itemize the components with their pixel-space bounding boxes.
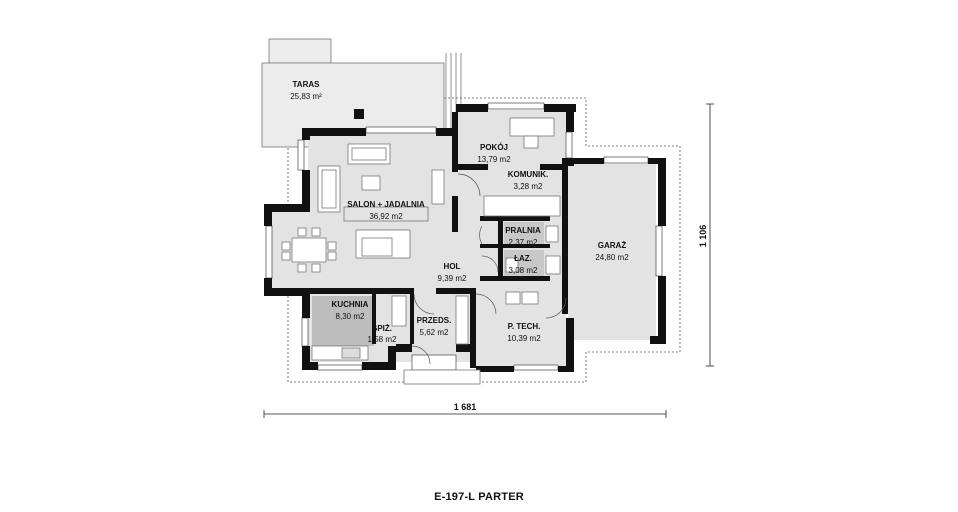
plan-title: E-197-L PARTER — [434, 491, 524, 503]
room-area-pokoj: 13,79 m2 — [477, 155, 511, 164]
room-area-przeds: 5,62 m2 — [420, 328, 449, 337]
furniture — [281, 117, 561, 385]
room-area-spiz: 1,58 m2 — [368, 335, 397, 344]
room-area-garaz: 24,80 m2 — [595, 253, 629, 262]
dim-width: 1 681 — [454, 402, 477, 412]
room-name-pralnia: PRALNIA — [505, 226, 541, 235]
room-area-laz: 3,08 m2 — [509, 266, 538, 275]
room-name-laz: ŁAZ. — [514, 254, 532, 263]
room-name-spiz: SPIŻ. — [372, 324, 392, 333]
dim-depth: 1 106 — [698, 225, 708, 248]
dim-depth-label: 1 106 — [698, 225, 708, 248]
plot-outline — [287, 97, 681, 383]
room-name-komunik: KOMUNIK. — [508, 170, 548, 179]
room-labels: TARAS 25,83 m² SALON + JADALNIA 36,92 m2… — [290, 80, 629, 344]
room-area-pralnia: 2,37 m2 — [509, 238, 538, 247]
room-name-salon: SALON + JADALNIA — [347, 200, 425, 209]
room-area-ptech: 10,39 m2 — [507, 334, 541, 343]
dim-width-label: 1 681 — [454, 402, 477, 412]
room-area-taras: 25,83 m² — [290, 92, 322, 101]
floors — [272, 110, 656, 366]
walls — [264, 104, 666, 372]
room-area-kuchnia: 8,30 m2 — [336, 312, 365, 321]
dimension-lines — [263, 103, 714, 418]
room-name-taras: TARAS — [293, 80, 321, 89]
room-name-hol: HOL — [444, 262, 461, 271]
room-name-przeds: PRZEDS. — [417, 316, 452, 325]
room-name-pokoj: POKÓJ — [480, 143, 508, 152]
room-name-kuchnia: KUCHNIA — [332, 300, 369, 309]
door-swings — [411, 173, 567, 365]
room-area-salon: 36,92 m2 — [369, 212, 403, 221]
room-area-hol: 9,39 m2 — [438, 274, 467, 283]
room-area-komunik: 3,28 m2 — [514, 182, 543, 191]
room-name-garaz: GARAŻ — [598, 241, 627, 250]
room-name-ptech: P. TECH. — [508, 322, 541, 331]
